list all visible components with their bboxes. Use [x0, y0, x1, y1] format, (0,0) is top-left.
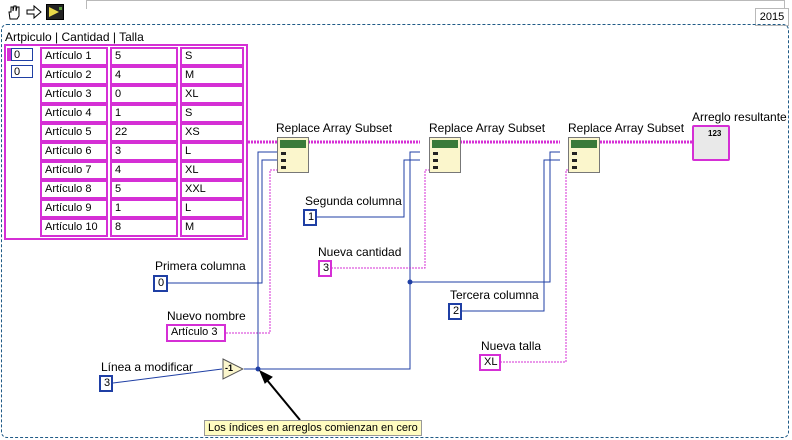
array-label: Artpiculo | Cantidad | Talla — [5, 30, 144, 44]
array-cell-articulo[interactable]: Artículo 10 — [40, 218, 108, 237]
ras3-label: Replace Array Subset — [568, 121, 685, 135]
replace-array-subset-node-2[interactable] — [429, 137, 461, 173]
array-cell-talla[interactable]: M — [180, 218, 244, 237]
array-cell-talla[interactable]: L — [180, 199, 244, 218]
array-cell-cantidad[interactable]: 8 — [110, 218, 178, 237]
tercera-wire — [461, 159, 560, 312]
index-stepper-icon[interactable] — [7, 48, 11, 61]
array-cell-articulo[interactable]: Artículo 6 — [40, 142, 108, 161]
segunda-wire — [317, 159, 420, 218]
tercera-columna-label: Tercera columna — [450, 288, 539, 302]
decrement-node[interactable]: -1 — [222, 358, 245, 380]
linea-wire — [112, 368, 223, 384]
arrow-icon[interactable] — [26, 4, 42, 20]
result-array-indicator[interactable]: 123 — [692, 125, 730, 161]
ras1-label: Replace Array Subset — [276, 121, 393, 135]
nuevo-nombre-field[interactable]: Artículo 3 — [166, 324, 226, 342]
linea-modificar-label: Línea a modificar — [101, 360, 194, 374]
array-cell-cantidad[interactable]: 3 — [110, 142, 178, 161]
index-field-row[interactable]: 0 — [11, 48, 33, 61]
version-label: 2015 — [755, 8, 789, 26]
hand-icon[interactable] — [6, 4, 22, 20]
segunda-columna-label: Segunda columna — [305, 194, 402, 208]
result-glyph: 123 — [708, 129, 722, 138]
primera-columna-field[interactable]: 0 — [153, 275, 168, 292]
decrement-glyph: -1 — [225, 363, 234, 373]
nuevo-nombre-label: Nuevo nombre — [167, 309, 246, 323]
linea-modificar-field[interactable]: 3 — [99, 375, 113, 392]
array-cell-cantidad[interactable]: 22 — [110, 123, 178, 142]
array-cell-cantidad[interactable]: 5 — [110, 47, 178, 66]
index-field-col[interactable]: 0 — [11, 65, 33, 78]
array-cell-cantidad[interactable]: 5 — [110, 180, 178, 199]
array-cell-articulo[interactable]: Artículo 5 — [40, 123, 108, 142]
comment-note: Los índices en arreglos comienzan en cer… — [204, 420, 422, 436]
array-cell-talla[interactable]: XXL — [180, 180, 244, 199]
index-wire — [244, 151, 560, 370]
nombre-wire — [226, 169, 277, 334]
tercera-columna-field[interactable]: 2 — [448, 303, 462, 320]
array-cell-cantidad[interactable]: 1 — [110, 104, 178, 123]
primera-columna-label: Primera columna — [155, 259, 246, 273]
array-cell-talla[interactable]: L — [180, 142, 244, 161]
junction-dot — [407, 279, 413, 285]
cantidad-wire — [331, 169, 431, 269]
array-cell-talla[interactable]: S — [180, 47, 244, 66]
note-arrow — [261, 373, 301, 421]
segunda-columna-field[interactable]: 1 — [303, 209, 317, 226]
result-label: Arreglo resultante — [692, 110, 787, 124]
nueva-cantidad-label: Nueva cantidad — [318, 245, 402, 259]
run-icon[interactable] — [46, 4, 64, 20]
array-cell-cantidad[interactable]: 4 — [110, 161, 178, 180]
primera-wire — [168, 159, 277, 284]
note-arrowhead — [259, 369, 273, 384]
array-cell-articulo[interactable]: Artículo 1 — [40, 47, 108, 66]
array-cell-cantidad[interactable]: 1 — [110, 199, 178, 218]
array-cell-cantidad[interactable]: 4 — [110, 66, 178, 85]
array-cell-cantidad[interactable]: 0 — [110, 85, 178, 104]
array-cell-articulo[interactable]: Artículo 3 — [40, 85, 108, 104]
diagram-tab — [86, 0, 785, 9]
nueva-talla-label: Nueva talla — [481, 339, 542, 353]
talla-wire — [500, 169, 572, 363]
nueva-talla-field[interactable]: XL — [479, 354, 501, 371]
array-cell-articulo[interactable]: Artículo 4 — [40, 104, 108, 123]
array-cell-talla[interactable]: XL — [180, 161, 244, 180]
ras2-label: Replace Array Subset — [429, 121, 546, 135]
replace-array-subset-node-1[interactable] — [277, 137, 309, 173]
array-cell-talla[interactable]: XS — [180, 123, 244, 142]
block-diagram-frame — [1, 24, 789, 438]
array-cell-articulo[interactable]: Artículo 7 — [40, 161, 108, 180]
nueva-cantidad-field[interactable]: 3 — [318, 260, 332, 277]
array-cell-articulo[interactable]: Artículo 2 — [40, 66, 108, 85]
array-cell-articulo[interactable]: Artículo 9 — [40, 199, 108, 218]
decrement-icon — [222, 358, 245, 380]
array-cell-talla[interactable]: S — [180, 104, 244, 123]
array-cell-articulo[interactable]: Artículo 8 — [40, 180, 108, 199]
array-control[interactable] — [4, 44, 248, 240]
toolbar: 2015 — [0, 0, 792, 26]
array-cell-talla[interactable]: XL — [180, 85, 244, 104]
array-cell-talla[interactable]: M — [180, 66, 244, 85]
replace-array-subset-node-3[interactable] — [568, 137, 600, 173]
